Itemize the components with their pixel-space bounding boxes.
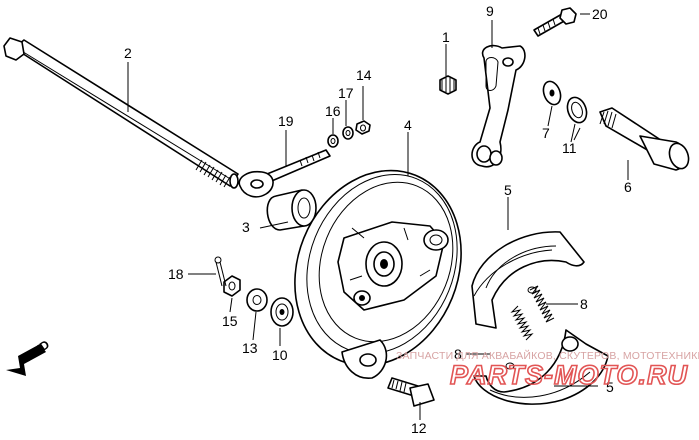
spring-lower (505, 305, 534, 370)
callout-7: 7 (542, 125, 550, 141)
callout-14: 14 (356, 67, 372, 83)
spacer (266, 189, 317, 231)
callout-18: 18 (168, 266, 184, 282)
callout-9: 9 (486, 3, 494, 19)
watermark-caption: ЗАПЧАСТИ ДЛЯ АКВАБАЙКОВ, СКУТЕРОВ, МОТОТ… (396, 349, 699, 362)
callout-2: 2 (124, 45, 132, 61)
callout-12: 12 (411, 420, 427, 436)
callout-labels: 1 2 3 4 5 5 6 7 8 8 9 10 11 12 13 14 16 … (124, 3, 632, 436)
brake-cam (599, 107, 690, 171)
nut-14 (355, 120, 371, 135)
washer-17 (342, 126, 354, 140)
washer-13 (246, 288, 268, 312)
callout-5-lower: 5 (606, 379, 614, 395)
callout-17: 17 (338, 85, 354, 101)
seal-10 (270, 297, 294, 327)
callout-13: 13 (242, 340, 258, 356)
nut-1 (439, 75, 457, 95)
nut-15 (223, 275, 241, 297)
callout-15: 15 (222, 313, 238, 329)
bolt-20 (533, 7, 577, 37)
fwd-direction-marker: FWD (6, 337, 52, 376)
callout-4: 4 (404, 117, 412, 133)
callout-20: 20 (592, 6, 608, 22)
callout-3: 3 (242, 219, 250, 235)
callout-6: 6 (624, 179, 632, 195)
washer-16 (327, 134, 339, 148)
spring-upper (527, 285, 555, 323)
watermark-brand: PARTS-MOTO.RU (450, 360, 689, 390)
axle (3, 37, 239, 189)
leader-lines (127, 13, 629, 420)
watermark: ЗАПЧАСТИ ДЛЯ АКВАБАЙКОВ, СКУТЕРОВ, МОТОТ… (396, 349, 699, 391)
callout-8-upper: 8 (580, 296, 588, 312)
brake-panel (294, 169, 462, 379)
callout-10: 10 (272, 347, 288, 363)
callout-11: 11 (562, 140, 577, 156)
brake-rod (238, 149, 331, 198)
cotter-pin-18 (214, 256, 227, 287)
callout-19: 19 (278, 113, 294, 129)
callout-8-lower: 8 (454, 346, 462, 362)
callout-5-upper: 5 (504, 182, 512, 198)
callout-1: 1 (442, 29, 450, 45)
washer-7 (542, 80, 562, 106)
brake-arm (471, 44, 526, 168)
bolt-12 (387, 377, 435, 407)
callout-16: 16 (325, 103, 341, 119)
brake-shoe-upper (471, 231, 585, 329)
seal-11 (566, 96, 588, 124)
fwd-label: FWD (22, 337, 53, 364)
